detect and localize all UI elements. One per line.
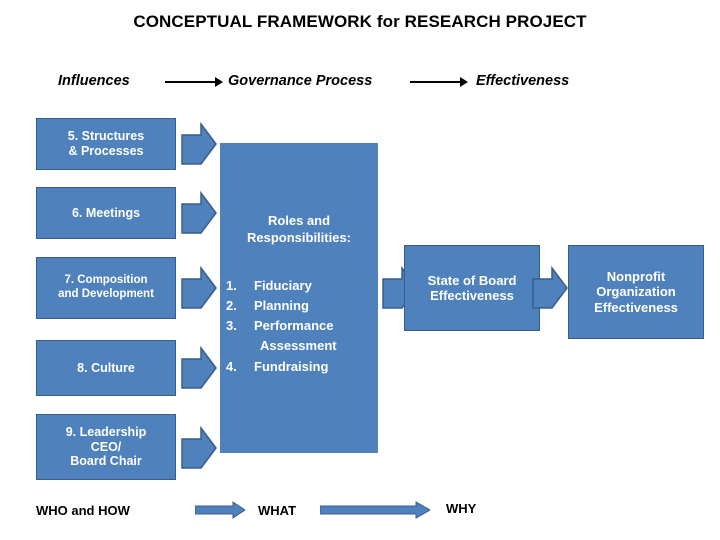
header-arrow-1 [165,73,223,91]
nonprofit-line2: Organization [596,284,676,300]
box-leadership-line1: 9. Leadership [65,424,147,439]
bottom-label-why: WHY [446,501,477,516]
roles-item-2-text: Planning [254,298,309,314]
roles-item-1: 1. Fiduciary [220,276,378,296]
box-leadership[interactable]: 9. Leadership CEO/ Board Chair [36,414,176,480]
box-meetings[interactable]: 6. Meetings [36,187,176,239]
box-culture[interactable]: 8. Culture [36,340,176,396]
bottom-label-who-how: WHO and HOW [36,503,130,518]
bottom-label-what: WHAT [258,503,297,518]
block-arrow-state-to-nonprofit [532,266,568,310]
header-effectiveness: Effectiveness [476,73,570,89]
roles-item-4: 4. Fundraising [220,357,378,377]
roles-title-line2: Responsibilities: [246,229,352,245]
box-state-of-board-effectiveness[interactable]: State of Board Effectiveness [404,245,540,331]
roles-item-3: 3. Performance [220,316,378,336]
roles-item-3-sub: Assessment [260,338,337,354]
roles-item-4-num: 4. [226,358,237,374]
block-arrow-composition [181,266,217,310]
roles-item-4-text: Fundraising [254,358,329,374]
bottom-arrow-1 [195,501,245,519]
header-governance: Governance Process [228,73,373,89]
page-title: CONCEPTUAL FRAMEWORK for RESEARCH PROJEC… [133,12,587,31]
box-composition-line2: and Development [58,288,154,300]
box-meetings-line1: 6. Meetings [71,205,141,220]
roles-item-3-text: Performance [254,318,334,334]
bottom-arrow-2 [320,501,430,519]
nonprofit-line3: Effectiveness [594,299,678,315]
box-structures-line1: 5. Structures [67,129,145,144]
box-leadership-line3: Board Chair [70,454,142,469]
box-roles-responsibilities[interactable]: Roles and Responsibilities: 1. Fiduciary… [220,143,378,453]
header-arrow-2 [410,73,468,91]
box-leadership-line2: CEO/ [90,439,122,454]
roles-item-2: 2. Planning [220,296,378,316]
roles-item-2-num: 2. [226,298,237,314]
box-structures-line2: & Processes [68,144,144,158]
state-board-line1: State of Board [427,272,517,288]
block-arrow-structures [181,122,217,166]
roles-item-3-num: 3. [226,318,237,334]
roles-list: 1. Fiduciary 2. Planning 3. Performance … [220,276,378,377]
box-composition-development[interactable]: 7. Composition and Development [36,257,176,319]
box-composition-line1: 7. Composition [64,274,148,287]
nonprofit-line1: Nonprofit [606,269,666,284]
roles-title-line1: Roles and [267,213,331,228]
state-board-line2: Effectiveness [430,288,514,303]
block-arrow-leadership [181,426,217,470]
header-influences: Influences [58,73,130,89]
box-nonprofit-organization-effectiveness[interactable]: Nonprofit Organization Effectiveness [568,245,704,339]
block-arrow-meetings [181,191,217,235]
box-culture-line1: 8. Culture [77,360,135,375]
box-structures-processes[interactable]: 5. Structures & Processes [36,118,176,170]
roles-item-1-num: 1. [226,278,237,293]
roles-title: Roles and Responsibilities: [220,213,378,247]
block-arrow-culture [181,346,217,390]
roles-item-1-text: Fiduciary [254,278,312,293]
